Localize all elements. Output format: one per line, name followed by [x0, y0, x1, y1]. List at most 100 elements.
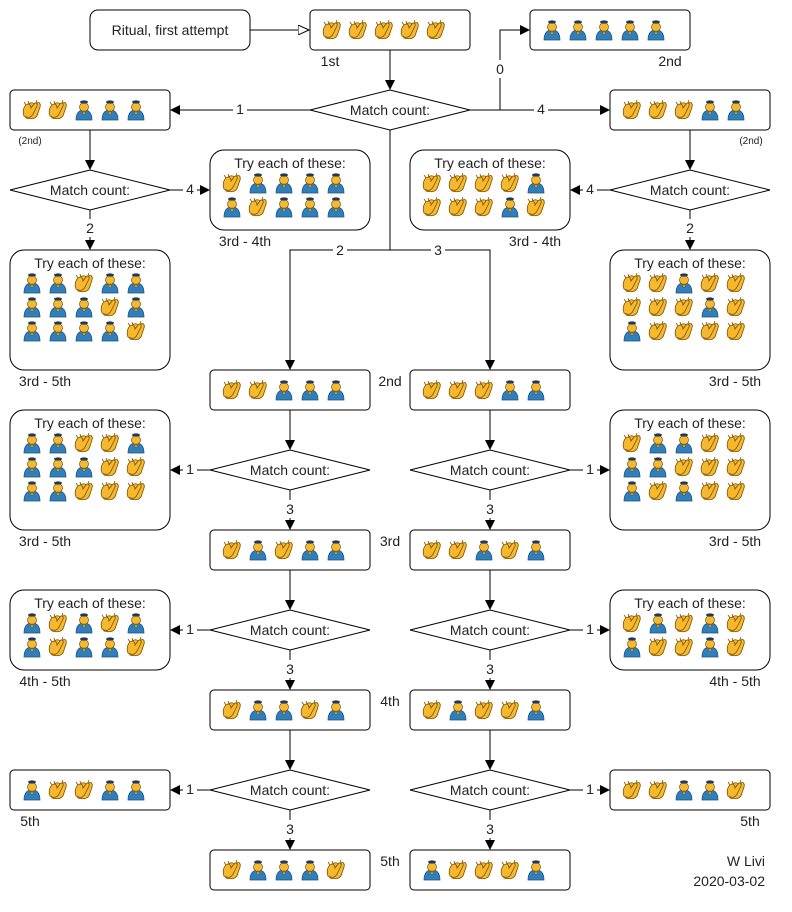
- praying-person-icon: [301, 173, 319, 194]
- caption-left-35: 3rd - 5th: [19, 373, 71, 389]
- clapping-hands-icon: [726, 456, 745, 477]
- praying-person-icon: [527, 173, 545, 194]
- clapping-hands-icon: [100, 480, 119, 501]
- clapping-hands-icon: [700, 456, 719, 477]
- clapping-hands-icon: [100, 456, 119, 477]
- start-label: Ritual, first attempt: [112, 22, 229, 38]
- caption-mid-4th: 4th: [380, 693, 399, 709]
- clapping-hands-icon: [448, 379, 467, 400]
- clapping-hands-icon: [400, 19, 419, 40]
- left-5th-box: [9, 769, 171, 811]
- praying-person-icon: [301, 540, 319, 561]
- clapping-hands-icon: [126, 320, 145, 341]
- all-monks-box: [529, 9, 691, 51]
- praying-person-icon: [327, 380, 345, 401]
- clapping-hands-icon: [726, 612, 745, 633]
- clapping-hands-icon: [700, 480, 719, 501]
- clapping-hands-icon: [700, 432, 719, 453]
- mid-left-2nd-box: [209, 369, 371, 411]
- decision-right: Match count:: [609, 169, 771, 211]
- decision-b-left: Match count:: [209, 609, 371, 651]
- try-box-right-b: Try each of these:: [609, 409, 771, 531]
- decision-label: Match count:: [350, 102, 430, 118]
- praying-person-icon: [623, 481, 641, 502]
- praying-person-icon: [301, 380, 319, 401]
- praying-person-icon: [75, 321, 93, 342]
- caption-mid-2nd: 2nd: [378, 373, 401, 389]
- clapping-hands-icon: [500, 859, 519, 880]
- mid-left-5th-box: [209, 849, 371, 891]
- caption-1st: 1st: [321, 53, 340, 69]
- clapping-hands-icon: [48, 612, 67, 633]
- clapping-hands-icon: [674, 296, 693, 317]
- praying-person-icon: [23, 321, 41, 342]
- clapping-hands-icon: [74, 480, 93, 501]
- praying-person-icon: [623, 637, 641, 658]
- praying-person-icon: [675, 481, 693, 502]
- try-box-right-c: Try each of these:: [609, 589, 771, 671]
- praying-person-icon: [543, 20, 561, 41]
- clapping-hands-icon: [726, 480, 745, 501]
- praying-person-icon: [23, 613, 41, 634]
- clapping-hands-icon: [674, 456, 693, 477]
- praying-person-icon: [501, 197, 519, 218]
- caption-left-2nd: (2nd): [18, 136, 41, 147]
- edge-label-text: 3: [286, 821, 294, 837]
- praying-person-icon: [449, 700, 467, 721]
- praying-person-icon: [727, 100, 745, 121]
- edge-label: 3: [283, 820, 297, 838]
- decision-label: Match count:: [450, 782, 530, 798]
- praying-person-icon: [595, 20, 613, 41]
- edge-label-text: 4: [586, 181, 594, 197]
- try-each-label: Try each of these:: [234, 155, 346, 171]
- edge-label-text: 0: [496, 61, 504, 77]
- clapping-hands-icon: [74, 779, 93, 800]
- mid-right-5th-box: [409, 849, 571, 891]
- praying-person-icon: [327, 197, 345, 218]
- edge-label-text: 3: [286, 661, 294, 677]
- praying-person-icon: [23, 457, 41, 478]
- praying-person-icon: [101, 637, 119, 658]
- clapping-hands-icon: [500, 699, 519, 720]
- try-box-right-35: Try each of these:: [609, 249, 771, 371]
- praying-person-icon: [501, 380, 519, 401]
- author-text: W Livi: [727, 853, 765, 869]
- mid-left-4th-box: [209, 689, 371, 731]
- praying-person-icon: [75, 297, 93, 318]
- clapping-hands-icon: [474, 379, 493, 400]
- caption-right-2nd: (2nd): [739, 136, 762, 147]
- clapping-hands-icon: [726, 432, 745, 453]
- clapping-hands-icon: [648, 99, 667, 120]
- clapping-hands-icon: [674, 320, 693, 341]
- edge-label: 3: [483, 500, 497, 518]
- clapping-hands-icon: [422, 172, 441, 193]
- praying-person-icon: [301, 197, 319, 218]
- praying-person-icon: [75, 457, 93, 478]
- praying-person-icon: [101, 321, 119, 342]
- caption-left-c: 4th - 5th: [19, 673, 70, 689]
- praying-person-icon: [275, 380, 293, 401]
- edge-label-text: 1: [586, 621, 594, 637]
- clapping-hands-icon: [48, 779, 67, 800]
- clapping-hands-icon: [648, 636, 667, 657]
- clapping-hands-icon: [622, 272, 641, 293]
- clapping-hands-icon: [474, 172, 493, 193]
- edge-label: 1: [233, 100, 247, 118]
- clapping-hands-icon: [674, 99, 693, 120]
- clapping-hands-icon: [222, 699, 241, 720]
- clapping-hands-icon: [222, 539, 241, 560]
- clapping-hands-icon: [474, 196, 493, 217]
- praying-person-icon: [527, 700, 545, 721]
- decision-label: Match count:: [250, 782, 330, 798]
- praying-person-icon: [275, 700, 293, 721]
- decision-label: Match count:: [450, 622, 530, 638]
- clapping-hands-icon: [726, 296, 745, 317]
- clapping-hands-icon: [74, 432, 93, 453]
- caption-mid-3rd: 3rd: [380, 533, 400, 549]
- praying-person-icon: [101, 780, 119, 801]
- praying-person-icon: [275, 197, 293, 218]
- right-5th-box: [609, 769, 771, 811]
- try-each-label: Try each of these:: [634, 255, 746, 271]
- clapping-hands-icon: [726, 636, 745, 657]
